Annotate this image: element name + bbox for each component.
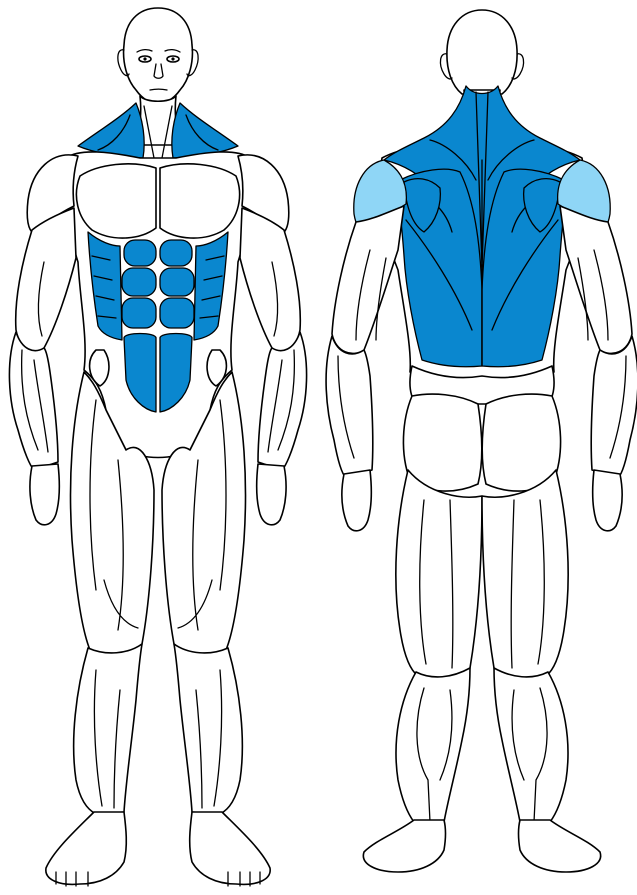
- back-calf-right: [494, 668, 568, 822]
- back-calf-left: [396, 668, 470, 822]
- front-forearm-left: [9, 332, 58, 470]
- front-hand-left: [30, 464, 59, 525]
- back-hand-right: [593, 470, 622, 531]
- front-upperarm-right: [240, 208, 300, 351]
- ab-r2: [160, 268, 194, 296]
- front-upperarm-left: [16, 208, 76, 351]
- back-foot-left: [363, 820, 445, 872]
- back-foot-right: [519, 820, 601, 872]
- front-trapezius-left: [78, 103, 144, 158]
- front-hand-right: [257, 464, 286, 525]
- back-head: [447, 10, 517, 94]
- back-forearm-left: [326, 336, 373, 478]
- ab-l3: [122, 298, 156, 328]
- back-thigh-left: [396, 470, 482, 678]
- back-thigh-right: [482, 470, 568, 678]
- front-view-figure: [9, 8, 306, 886]
- back-view-figure: [326, 10, 637, 872]
- front-trapezius-right: [172, 103, 238, 158]
- ab-l1: [124, 240, 156, 266]
- ab-r1: [160, 240, 192, 266]
- front-pectoral-right: [160, 164, 240, 238]
- front-foot-left: [46, 812, 126, 884]
- front-pupil-left: [143, 57, 146, 60]
- front-forearm-right: [258, 332, 307, 470]
- back-hand-left: [342, 470, 371, 531]
- ab-l2: [122, 268, 156, 296]
- front-shin-left: [74, 644, 142, 814]
- front-foot-right: [190, 812, 270, 884]
- front-hip-right: [207, 350, 226, 386]
- front-pectoral-left: [76, 164, 156, 238]
- back-forearm-right: [591, 336, 637, 478]
- front-pupil-right: [171, 57, 174, 60]
- front-hip-left: [90, 350, 109, 386]
- back-upperarm-left: [332, 206, 404, 353]
- ab-r3: [160, 298, 194, 328]
- back-upperarm-right: [560, 206, 632, 353]
- front-shin-right: [174, 644, 242, 814]
